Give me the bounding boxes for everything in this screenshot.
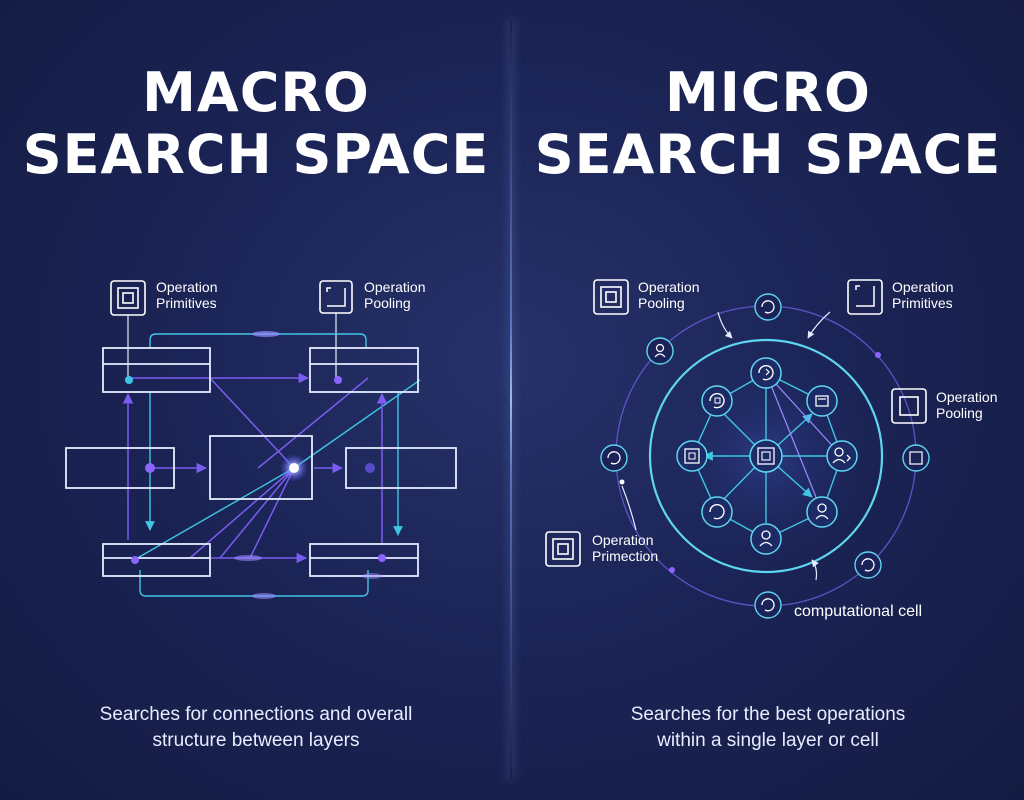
orbit-dot: [875, 352, 881, 358]
macro-title-line1: MACRO: [142, 61, 370, 124]
micro-legend-3-line1: Operation: [936, 389, 997, 405]
orbit-refresh-icon: [754, 293, 782, 321]
node-refresh-icon: [701, 496, 733, 528]
orbit-refresh-icon: [754, 591, 782, 619]
node-person-icon: [750, 523, 782, 555]
micro-diagram: Operation Pooling Operation Primitives O…: [545, 279, 997, 620]
macro-connections-purple: [122, 372, 388, 564]
macro-title: MACRO SEARCH SPACE: [0, 62, 512, 186]
macro-legend-2-line1: Operation: [364, 279, 425, 295]
concentric-square-icon: [593, 279, 629, 315]
orbit-refresh-icon: [600, 444, 628, 472]
macro-legend-1-line1: Operation: [156, 279, 217, 295]
micro-legend-2-line2: Primitives: [892, 295, 953, 311]
concentric-square-icon: [110, 280, 146, 316]
orbit-dot: [619, 479, 625, 485]
orbit-square-icon: [902, 444, 930, 472]
macro-caption: Searches for connections and overall str…: [0, 702, 512, 754]
node-square-icon: [676, 440, 708, 472]
micro-title-line2: SEARCH SPACE: [534, 123, 1002, 186]
concentric-square-icon: [545, 531, 581, 567]
layer-box-top-left: [102, 347, 211, 393]
legend-pointer: [717, 311, 733, 339]
macro-panel: MACRO SEARCH SPACE Operation Primitives: [0, 62, 512, 754]
macro-layer-boxes: [65, 347, 457, 577]
layer-box-bottom-left: [102, 543, 211, 577]
corner-square-icon: [847, 279, 883, 315]
legend-pointer: [807, 311, 831, 339]
node-refresh-icon: [701, 385, 733, 417]
square-icon: [891, 388, 927, 424]
computational-cell-circle: [648, 338, 884, 574]
micro-title: MICRO SEARCH SPACE: [512, 62, 1024, 186]
macro-connections-cyan: [133, 333, 421, 597]
legend-pointer: [621, 485, 637, 531]
layer-box-center: [209, 435, 313, 500]
macro-nodes: [125, 376, 386, 564]
micro-caption: Searches for the best operations within …: [512, 702, 1024, 754]
center-divider: [510, 20, 512, 780]
cell-label-pointer: [811, 559, 819, 581]
node-person-icon: [806, 496, 838, 528]
center-node-icon: [749, 439, 783, 473]
macro-title-line2: SEARCH SPACE: [22, 123, 490, 186]
layer-box-top-right: [309, 347, 419, 393]
orbit-refresh-icon: [854, 551, 882, 579]
node-person-icon: [826, 440, 858, 472]
micro-title-line1: MICRO: [665, 61, 871, 124]
macro-diagram: Operation Primitives Operation Pooling: [65, 279, 457, 599]
micro-caption-line2: within a single layer or cell: [657, 730, 879, 751]
cell-highlight-links: [765, 372, 839, 513]
corner-square-icon: [319, 280, 353, 314]
macro-legend-2-line2: Pooling: [364, 295, 411, 311]
macro-glows: [234, 331, 382, 599]
micro-legend-4-line1: Operation: [592, 532, 653, 548]
micro-legend-3-line2: Pooling: [936, 405, 983, 421]
orbit-person-icon: [646, 337, 674, 365]
layer-box-bottom-right: [309, 543, 419, 577]
layer-box-mid-left: [65, 447, 175, 489]
micro-caption-line1: Searches for the best operations: [630, 704, 906, 725]
macro-caption-line1: Searches for connections and overall: [99, 704, 413, 725]
node-layers-icon: [806, 385, 838, 417]
inner-ring-nodes: [676, 357, 858, 555]
layer-box-mid-right: [345, 447, 457, 489]
outer-orbit-nodes: [600, 293, 930, 619]
micro-legend-1-line2: Pooling: [638, 295, 685, 311]
micro-legend-2-line1: Operation: [892, 279, 953, 295]
node-refresh-icon: [750, 357, 782, 389]
computational-cell-label: computational cell: [794, 603, 922, 620]
macro-legend-1-line2: Primitives: [156, 295, 217, 311]
micro-legend-1-line1: Operation: [638, 279, 699, 295]
macro-caption-line2: structure between layers: [152, 730, 360, 751]
orbit-dot: [669, 567, 675, 573]
micro-panel: MICRO SEARCH SPACE: [512, 0, 1024, 800]
micro-legend-4-line2: Primection: [592, 548, 658, 564]
